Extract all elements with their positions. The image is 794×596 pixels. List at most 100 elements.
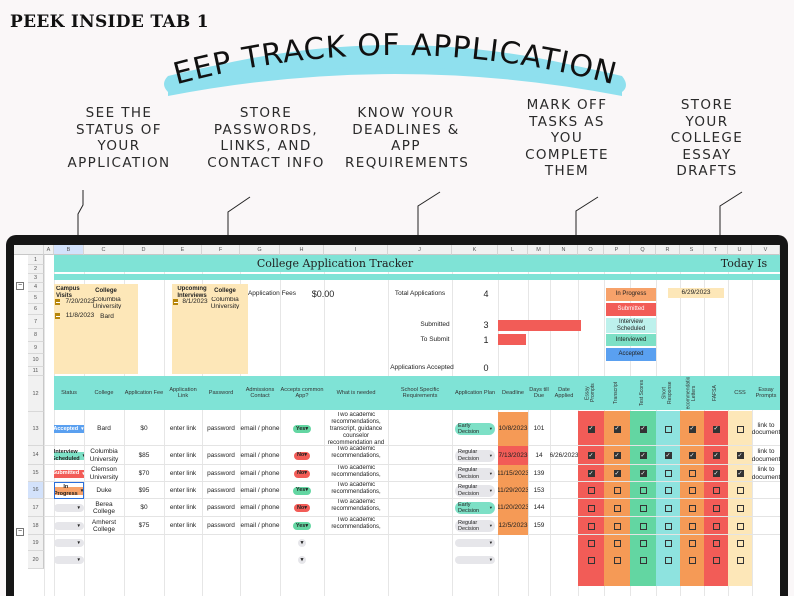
expand-toggle-icon[interactable] [173, 297, 181, 307]
common-app-dropdown[interactable]: Yes ▾ [292, 425, 312, 433]
column-header[interactable]: E [164, 245, 202, 255]
row-header[interactable]: 16 [28, 482, 44, 499]
task-checkbox[interactable] [664, 556, 672, 564]
contact-cell[interactable]: email / phone [240, 504, 280, 512]
date-applied-cell[interactable]: 6/26/2023 [550, 451, 578, 459]
task-checkbox[interactable]: ✓ [688, 425, 696, 433]
column-header[interactable]: Q [630, 245, 656, 255]
column-header[interactable]: H [280, 245, 324, 255]
college-cell[interactable]: Columbia University [89, 448, 119, 463]
task-checkbox-cell[interactable] [578, 482, 604, 499]
task-checkbox[interactable]: ✓ [587, 425, 595, 433]
column-header[interactable]: V [752, 245, 780, 255]
contact-cell[interactable]: email / phone [240, 522, 280, 530]
task-checkbox-cell[interactable] [656, 482, 680, 499]
row-header[interactable]: 7 [28, 315, 44, 329]
task-checkbox[interactable] [688, 504, 696, 512]
task-checkbox[interactable] [639, 539, 647, 547]
status-cell[interactable]: ▼ [54, 535, 84, 551]
college-cell[interactable]: Bard [97, 425, 111, 433]
task-checkbox-cell[interactable] [656, 535, 680, 551]
task-checkbox[interactable] [712, 504, 720, 512]
link-cell[interactable]: enter link [169, 522, 197, 530]
common-app-cell[interactable]: No ▾ [280, 446, 324, 465]
status-cell[interactable]: ▼ [54, 517, 84, 535]
task-checkbox[interactable]: ✓ [736, 470, 744, 477]
column-header[interactable]: T [704, 245, 728, 255]
status-cell[interactable]: Accepted▼ [54, 412, 84, 446]
requirements-cell[interactable]: Two academic recommendations, [331, 517, 381, 530]
task-checkbox-cell[interactable]: ✓ [704, 465, 728, 482]
status-dropdown[interactable]: In Progress▼ [55, 484, 83, 497]
task-checkbox[interactable]: ✓ [613, 425, 621, 433]
row-header[interactable]: 6 [28, 304, 44, 315]
task-checkbox-cell[interactable] [604, 482, 630, 499]
task-checkbox-cell[interactable] [728, 517, 752, 535]
row-header[interactable]: 11 [28, 367, 44, 376]
task-checkbox[interactable] [688, 487, 696, 494]
status-dropdown[interactable]: ▼ [54, 522, 84, 530]
deadline-cell[interactable]: 7/13/2023 [498, 446, 528, 465]
task-checkbox[interactable] [664, 470, 672, 477]
task-checkbox[interactable] [688, 522, 696, 530]
task-checkbox[interactable] [613, 504, 621, 512]
task-checkbox-cell[interactable] [728, 535, 752, 551]
fee-cell[interactable]: $70 [138, 469, 150, 477]
task-checkbox[interactable]: ✓ [613, 452, 621, 459]
deadline-cell[interactable]: 11/20/2023 [498, 499, 528, 517]
common-app-cell[interactable]: Yes ▾ [280, 517, 324, 535]
task-checkbox-cell[interactable] [680, 535, 704, 551]
contact-cell[interactable]: email / phone [240, 486, 280, 494]
task-checkbox-cell[interactable] [604, 517, 630, 535]
row-header[interactable]: 1 [28, 255, 44, 265]
column-header[interactable]: G [240, 245, 280, 255]
task-checkbox[interactable] [664, 539, 672, 547]
row-header[interactable]: 17 [28, 499, 44, 517]
fee-cell[interactable]: $75 [138, 522, 150, 530]
task-checkbox-cell[interactable] [728, 499, 752, 517]
task-checkbox-cell[interactable] [656, 551, 680, 569]
essay-link-cell[interactable] [752, 499, 780, 517]
fee-cell[interactable]: $95 [138, 486, 150, 494]
task-checkbox[interactable]: ✓ [712, 425, 720, 433]
column-header[interactable]: L [498, 245, 528, 255]
task-checkbox[interactable] [736, 487, 744, 494]
password-cell[interactable]: password [207, 522, 235, 530]
application-plan-cell[interactable]: ▾ [452, 551, 498, 569]
task-checkbox-cell[interactable]: ✓ [704, 446, 728, 465]
task-checkbox[interactable] [587, 504, 595, 512]
status-dropdown[interactable]: Submitted▼ [54, 469, 84, 478]
task-checkbox[interactable]: ✓ [664, 452, 672, 459]
row-header[interactable]: 15 [28, 465, 44, 482]
contact-cell[interactable]: email / phone [240, 469, 280, 477]
task-checkbox-cell[interactable] [578, 499, 604, 517]
password-cell[interactable]: password [207, 451, 235, 459]
essay-link-cell[interactable]: link to document [752, 448, 780, 463]
task-checkbox[interactable] [587, 487, 595, 494]
task-checkbox-cell[interactable] [630, 517, 656, 535]
essay-link-cell[interactable]: link to document [752, 421, 780, 436]
task-checkbox-cell[interactable]: ✓ [604, 412, 630, 446]
task-checkbox-cell[interactable]: ✓ [604, 465, 630, 482]
link-cell[interactable]: enter link [169, 425, 197, 433]
column-header[interactable]: A [44, 245, 54, 255]
row-header[interactable]: 5 [28, 292, 44, 304]
row-header[interactable]: 14 [28, 446, 44, 465]
college-cell[interactable]: Clemson University [89, 466, 119, 481]
requirements-cell[interactable]: Two academic recommendations, [331, 499, 381, 512]
requirements-cell[interactable]: Two academic recommendations, [331, 465, 381, 478]
task-checkbox[interactable] [639, 504, 647, 512]
task-checkbox-cell[interactable] [656, 517, 680, 535]
school-specific-cell[interactable] [388, 482, 452, 499]
column-header[interactable]: I [324, 245, 388, 255]
status-dropdown[interactable]: ▼ [54, 504, 84, 512]
select-all-corner[interactable] [14, 245, 44, 255]
group-toggle-icon[interactable]: − [16, 282, 24, 290]
password-cell[interactable]: password [207, 486, 235, 494]
date-applied-cell[interactable] [550, 412, 578, 446]
task-checkbox[interactable] [639, 522, 647, 530]
task-checkbox-cell[interactable] [630, 551, 656, 569]
task-checkbox[interactable]: ✓ [688, 452, 696, 459]
task-checkbox-cell[interactable] [578, 535, 604, 551]
task-checkbox-cell[interactable] [656, 465, 680, 482]
